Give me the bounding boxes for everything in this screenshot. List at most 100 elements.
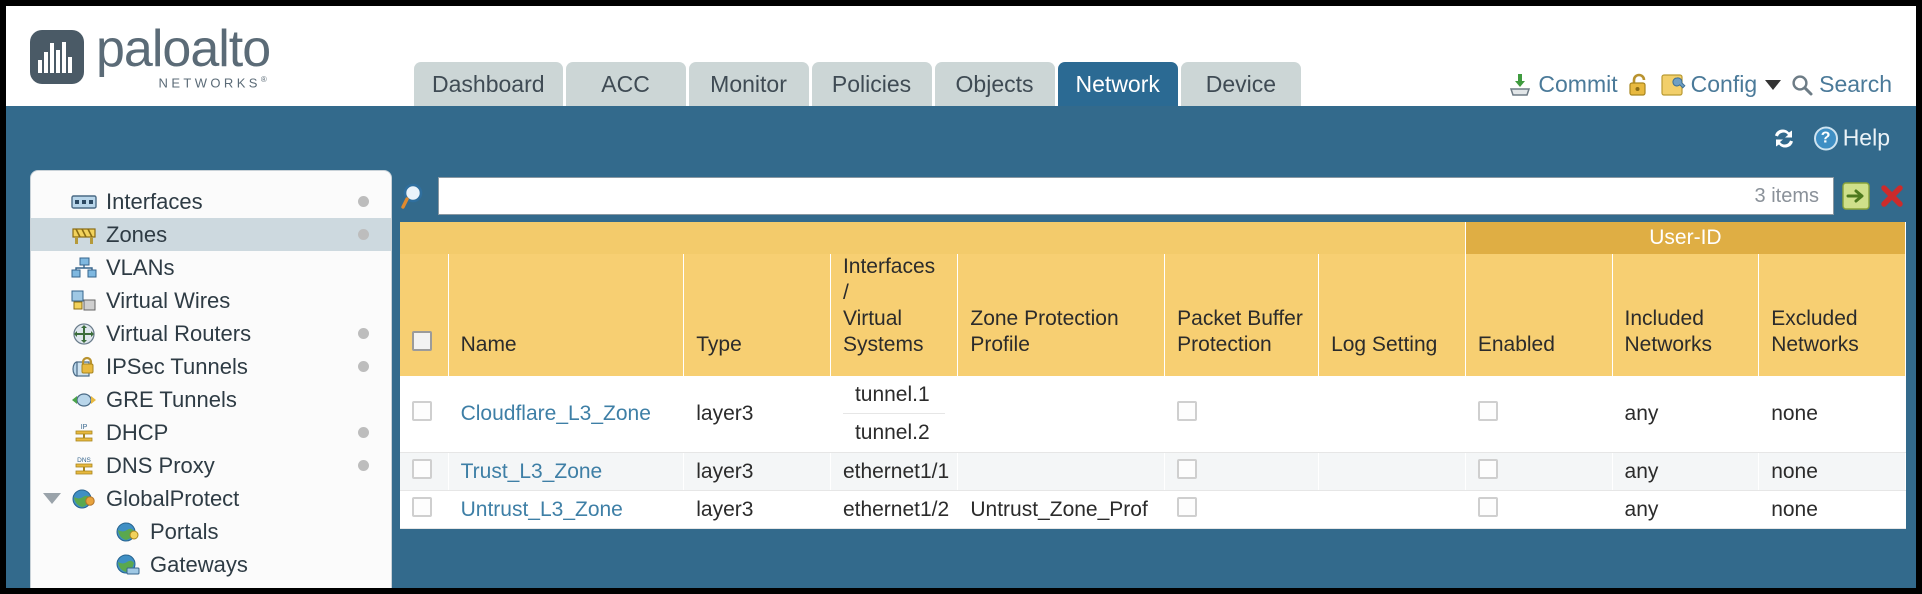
sidebar-item-gre-tunnels[interactable]: GRE Tunnels [31, 383, 391, 416]
search-row: 3 items [396, 170, 1910, 222]
row-checkbox-cell[interactable] [400, 452, 449, 491]
cell-packet-buffer-protection[interactable] [1164, 452, 1320, 491]
sidebar-item-zones[interactable]: Zones [31, 218, 391, 251]
sidebar-item-label: DNS Proxy [106, 452, 215, 478]
cell-user-id-enabled[interactable] [1465, 490, 1613, 529]
tab-monitor[interactable]: Monitor [688, 62, 809, 106]
sidebar-item-label: VLANs [106, 254, 175, 280]
user-id-enabled-checkbox[interactable] [1477, 496, 1498, 517]
cell-interfaces: ethernet1/1 [830, 452, 959, 491]
sidebar-item-virtual-routers[interactable]: Virtual Routers [31, 317, 391, 350]
cell-packet-buffer-protection[interactable] [1164, 376, 1320, 453]
paloalto-logo-mark-icon [30, 30, 84, 85]
packet-buffer-protection-checkbox[interactable] [1177, 496, 1198, 517]
cell-interfaces: ethernet1/2 [830, 490, 959, 529]
table-row[interactable]: Untrust_L3_Zone layer3 ethernet1/2 Untru… [400, 490, 1906, 529]
cell-user-id-enabled[interactable] [1465, 376, 1613, 453]
user-id-enabled-checkbox[interactable] [1477, 458, 1498, 479]
tab-device[interactable]: Device [1180, 62, 1301, 106]
clear-filter-button[interactable] [1878, 182, 1906, 210]
sidebar-item-dhcp[interactable]: IP DHCP [31, 416, 391, 449]
column-header-name[interactable]: Name [448, 254, 685, 376]
status-dot [358, 361, 369, 372]
row-checkbox-cell[interactable] [400, 490, 449, 529]
vlans-icon [71, 257, 97, 279]
row-checkbox[interactable] [412, 458, 432, 479]
sidebar-item-ipsec-tunnels[interactable]: IPSec Tunnels [31, 350, 391, 383]
sidebar-item-virtual-wires[interactable]: Virtual Wires [31, 284, 391, 317]
commit-button[interactable]: Commit [1507, 71, 1618, 98]
lock-button[interactable] [1627, 72, 1651, 98]
sidebar-item-label: GlobalProtect [106, 485, 240, 511]
config-icon [1661, 73, 1686, 96]
main-panel: 3 items [396, 170, 1910, 588]
svg-text:DNS: DNS [77, 457, 91, 464]
help-label: Help [1842, 124, 1890, 151]
cell-name[interactable]: Untrust_L3_Zone [448, 490, 685, 529]
cell-included-networks: any [1612, 376, 1760, 453]
sidebar-item-interfaces[interactable]: Interfaces [31, 185, 391, 218]
row-checkbox-cell[interactable] [400, 376, 449, 453]
tab-objects[interactable]: Objects [934, 62, 1055, 106]
status-dot [358, 460, 369, 471]
svg-text:IP: IP [81, 424, 88, 431]
cell-name[interactable]: Cloudflare_L3_Zone [448, 376, 685, 453]
dns-proxy-icon: DNS [71, 455, 97, 477]
sidebar-item-dns-proxy[interactable]: DNS DNS Proxy [31, 449, 391, 482]
cell-interfaces: tunnel.1 tunnel.2 [830, 376, 959, 453]
column-header-enabled[interactable]: Enabled [1465, 254, 1613, 376]
search-input[interactable] [449, 184, 1755, 208]
config-menu[interactable]: Config [1660, 71, 1782, 98]
row-checkbox[interactable] [412, 401, 432, 421]
group-header-spacer [400, 222, 1466, 254]
body-area: Interfaces Zones VLANs Vir [6, 170, 1916, 588]
sidebar-item-globalprotect[interactable]: GlobalProtect [31, 482, 391, 515]
row-checkbox[interactable] [412, 496, 432, 517]
cell-excluded-networks: none [1758, 490, 1906, 529]
table-row[interactable]: Trust_L3_Zone layer3 ethernet1/1 any non… [400, 452, 1906, 491]
sidebar-item-portals[interactable]: Portals [31, 515, 391, 548]
sidebar-item-label: Zones [106, 221, 168, 247]
sidebar-item-vlans[interactable]: VLANs [31, 251, 391, 284]
select-all-checkbox[interactable] [412, 331, 432, 351]
cell-zone-protection-profile [957, 452, 1166, 491]
column-header-log-setting[interactable]: Log Setting [1318, 254, 1466, 376]
tab-network[interactable]: Network [1057, 62, 1178, 106]
sidebar-item-label: Portals [150, 518, 219, 544]
search-button[interactable]: Search [1790, 71, 1892, 98]
expander-triangle-icon[interactable] [43, 493, 61, 504]
packet-buffer-protection-checkbox[interactable] [1177, 458, 1198, 479]
cell-type: layer3 [683, 490, 831, 529]
context-bar: ? Help [6, 106, 1916, 170]
table-row[interactable]: Cloudflare_L3_Zone layer3 tunnel.1 tunne… [400, 376, 1906, 453]
filter-search-icon[interactable] [400, 181, 430, 211]
apply-filter-button[interactable] [1842, 182, 1870, 210]
tab-dashboard[interactable]: Dashboard [414, 62, 563, 106]
select-all-checkbox-cell[interactable] [400, 254, 449, 376]
column-header-type[interactable]: Type [683, 254, 831, 376]
dhcp-icon: IP [71, 422, 97, 444]
tab-policies[interactable]: Policies [811, 62, 932, 106]
tab-acc[interactable]: ACC [565, 62, 686, 106]
help-button[interactable]: ? Help [1813, 124, 1890, 152]
cell-user-id-enabled[interactable] [1465, 452, 1613, 491]
status-dot [358, 229, 369, 240]
packet-buffer-protection-checkbox[interactable] [1177, 401, 1198, 421]
commit-label: Commit [1538, 71, 1618, 97]
ipsec-tunnels-icon [71, 356, 97, 378]
user-id-enabled-checkbox[interactable] [1477, 401, 1498, 421]
search-field-wrap[interactable]: 3 items [438, 177, 1834, 215]
sidebar-item-gateways[interactable]: Gateways [31, 548, 391, 581]
lock-icon [1629, 73, 1646, 96]
cell-packet-buffer-protection[interactable] [1164, 490, 1320, 529]
cell-name[interactable]: Trust_L3_Zone [448, 452, 685, 491]
table-group-header-row: User-ID [400, 222, 1906, 254]
refresh-button[interactable] [1770, 126, 1798, 150]
sidebar-item-label: Interfaces [106, 188, 203, 214]
